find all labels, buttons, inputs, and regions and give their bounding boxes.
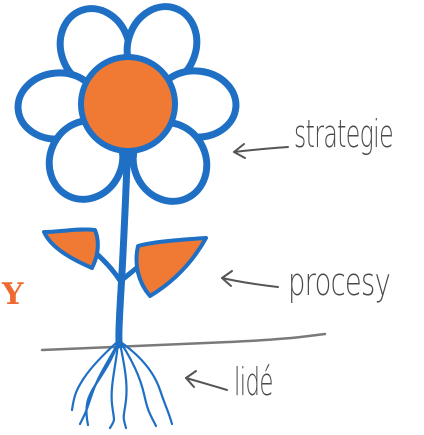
label-strategie: strategie: [294, 112, 394, 156]
flower-center: [78, 54, 178, 154]
ground-line: [40, 332, 327, 352]
cropped-edge-text: Y: [2, 277, 24, 312]
arrow-left-icon: [233, 143, 289, 159]
arrows: [185, 143, 289, 391]
right-leaf: [134, 236, 208, 298]
label-lide: lidé: [234, 360, 273, 404]
arrow-left-icon: [185, 370, 228, 391]
arrow-left-icon: [221, 270, 279, 288]
label-procesy: procesy: [288, 260, 391, 304]
roots: [70, 341, 174, 430]
left-leaf: [42, 227, 100, 270]
